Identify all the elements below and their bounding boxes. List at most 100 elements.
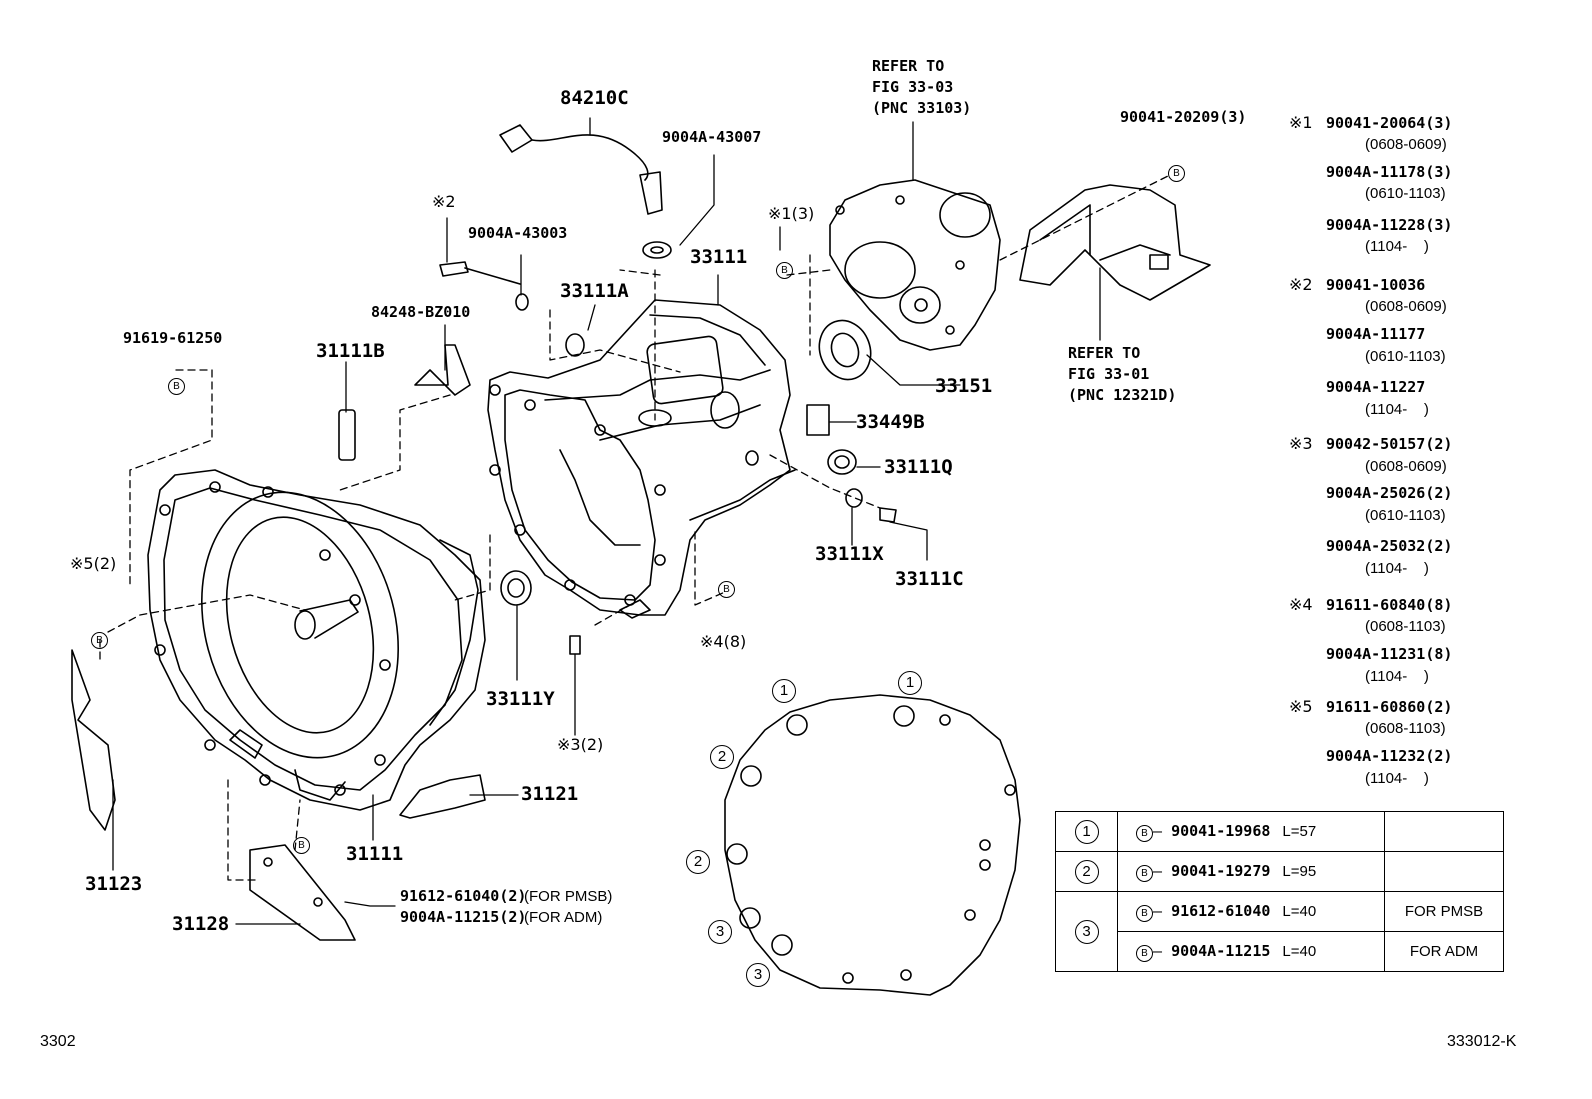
list-date-range: (0610-1103) (1365, 185, 1446, 202)
part-label-31128: 31128 (172, 913, 230, 935)
small-parts-drawing (71, 261, 897, 941)
list-part-number: 9004A-25026(2) (1326, 484, 1453, 502)
part-label-31123: 31123 (85, 873, 143, 895)
table-cell-position: 3 (1055, 891, 1118, 972)
list-part-number: 9004A-25032(2) (1326, 537, 1453, 555)
list-part-number: 9004A-11232(2) (1326, 747, 1453, 765)
note-mark-3-qty: ※3(2) (557, 735, 604, 754)
note-mark-5-qty: ※5(2) (70, 554, 117, 573)
clutch-housing-drawing (147, 469, 486, 811)
list-part-number: 90042-50157(2) (1326, 435, 1453, 453)
note-mark-1-qty: ※1(3) (768, 204, 815, 223)
list-mark: ※5 (1289, 697, 1313, 716)
list-part-number: 91611-60840(8) (1326, 596, 1453, 614)
part-label-33111X: 33111X (815, 543, 884, 565)
extension-housing-drawing (818, 179, 1001, 381)
note-mark-4-qty: ※4(8) (700, 632, 747, 651)
list-part-number: 9004A-11178(3) (1326, 163, 1453, 181)
part-label-33111C: 33111C (895, 568, 964, 590)
b-symbol-icon: B (776, 262, 793, 279)
list-part-number: 9004A-11227 (1326, 378, 1426, 396)
bolt-note-pmsb: (FOR PMSB) (524, 888, 613, 905)
sensor-drawing (499, 124, 672, 259)
list-date-range: (0608-0609) (1365, 298, 1447, 315)
part-label-9004A-43007: 9004A-43007 (662, 128, 762, 146)
list-part-number: 90041-10036 (1326, 276, 1426, 294)
part-label-31121: 31121 (521, 783, 579, 805)
part-label-33111-case: 33111 (690, 246, 748, 268)
list-date-range: (1104- ) (1365, 238, 1429, 255)
part-label-33449B: 33449B (856, 411, 925, 433)
list-mark: ※2 (1289, 275, 1313, 294)
gasket-callout-3: 3 (708, 920, 732, 944)
bolt-label-adm: 9004A-11215(2) (400, 908, 527, 926)
b-symbol-icon: B (293, 837, 310, 854)
list-mark: ※3 (1289, 434, 1313, 453)
list-part-number: 90041-20064(3) (1326, 114, 1453, 132)
list-part-number: 9004A-11177 (1326, 325, 1426, 343)
gasket-callout-1: 1 (898, 671, 922, 695)
leader-lines (112, 117, 1101, 925)
part-label-33111Q: 33111Q (884, 456, 953, 478)
list-date-range: (0610-1103) (1365, 348, 1446, 365)
part-label-91619-61250: 91619-61250 (123, 329, 223, 347)
table-cell-position: 2 (1055, 851, 1118, 892)
gasket-callout-2: 2 (710, 745, 734, 769)
table-cell-position: 1 (1055, 811, 1118, 852)
part-label-84210C: 84210C (560, 87, 629, 109)
list-date-range: (0608-0609) (1365, 136, 1447, 153)
list-date-range: (0610-1103) (1365, 507, 1446, 524)
part-label-33151: 33151 (935, 375, 993, 397)
table-cell-note (1384, 851, 1504, 892)
list-mark: ※1 (1289, 113, 1313, 132)
list-part-number: 9004A-11228(3) (1326, 216, 1453, 234)
gasket-callout-1: 1 (772, 679, 796, 703)
dashed-guide-lines (99, 174, 1171, 881)
figure-id: 3302 (40, 1033, 76, 1050)
bolt-note-adm: (FOR ADM) (524, 909, 603, 926)
b-symbol-icon: B (1168, 165, 1185, 182)
table-cell-note (1384, 811, 1504, 852)
table-cell-note: FOR PMSB (1384, 891, 1504, 932)
part-label-31111B: 31111B (316, 340, 385, 362)
bracket-drawing (1019, 184, 1211, 301)
list-date-range: (0608-1103) (1365, 720, 1446, 737)
list-part-number: 91611-60860(2) (1326, 698, 1453, 716)
bolt-label-pmsb: 91612-61040(2) (400, 887, 527, 905)
gasket-drawing (724, 694, 1021, 996)
part-label-9004A-43003: 9004A-43003 (468, 224, 568, 242)
part-label-90041-20209: 90041-20209(3) (1120, 108, 1247, 126)
list-date-range: (1104- ) (1365, 560, 1429, 577)
b-symbol-icon: B (718, 581, 735, 598)
list-date-range: (1104- ) (1365, 770, 1429, 787)
refer-note-fig-33-03: REFER TO FIG 33-03 (PNC 33103) (872, 57, 972, 117)
part-label-33111Y: 33111Y (486, 688, 555, 710)
b-symbol-icon: B (91, 632, 108, 649)
transmission-case-drawing (487, 299, 796, 619)
list-date-range: (1104- ) (1365, 668, 1429, 685)
table-cell-note: FOR ADM (1384, 931, 1504, 972)
diagram-code: 333012-K (1447, 1033, 1517, 1050)
list-part-number: 9004A-11231(8) (1326, 645, 1453, 663)
gasket-callout-2: 2 (686, 850, 710, 874)
note-mark-2: ※2 (432, 192, 456, 211)
refer-note-fig-33-01: REFER TO FIG 33-01 (PNC 12321D) (1068, 344, 1177, 404)
list-date-range: (1104- ) (1365, 401, 1429, 418)
gasket-callout-3: 3 (746, 963, 770, 987)
part-label-31111-housing: 31111 (346, 843, 404, 865)
list-date-range: (0608-1103) (1365, 618, 1446, 635)
list-date-range: (0608-0609) (1365, 458, 1447, 475)
list-mark: ※4 (1289, 595, 1313, 614)
b-symbol-icon: B (168, 378, 185, 395)
